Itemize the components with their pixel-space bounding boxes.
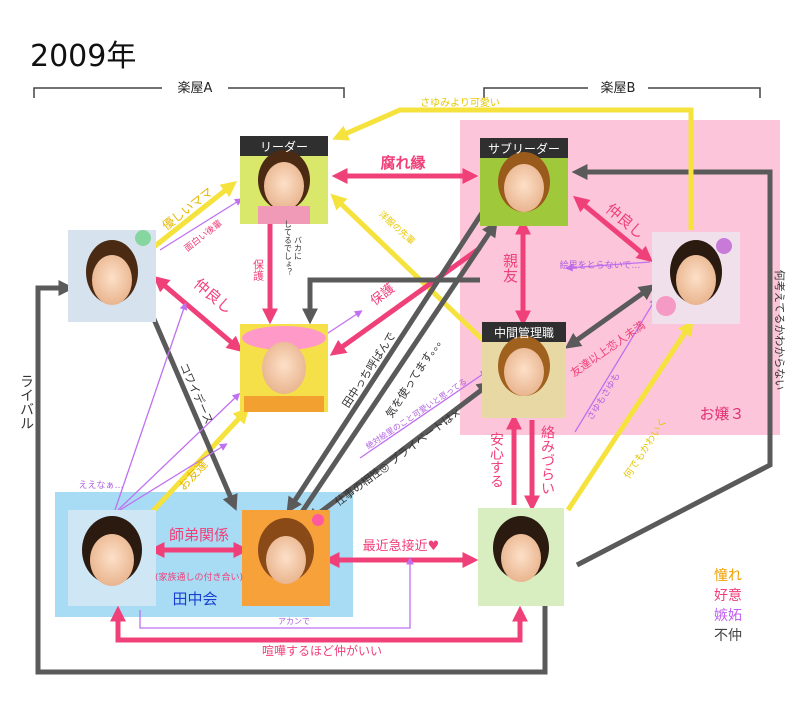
eri-sato-line xyxy=(564,261,651,272)
tanaka-kai-label: 田中会 xyxy=(172,590,217,608)
tomodachi-ijou-line xyxy=(564,284,656,349)
legend-item-0: 憧れ xyxy=(714,568,742,584)
nakayoshi-right-line xyxy=(573,195,653,263)
label-eri-sato: 絵里をとらないで… xyxy=(560,259,641,271)
nandemo-line xyxy=(565,319,694,512)
label-baka-ni-text-2: してるでしょ？ xyxy=(284,220,293,276)
sayumo-line xyxy=(574,297,657,433)
label-anshin: 安心する xyxy=(488,432,504,488)
zettai-line xyxy=(359,370,489,459)
label-ii-naa: ええなぁ… xyxy=(78,480,123,491)
ojou3-label: お嬢３ xyxy=(699,405,744,423)
room-b-bracket xyxy=(483,87,761,98)
label-nani-kangae: 何考えてるかわからない xyxy=(773,270,786,390)
label-rival: ライバル xyxy=(18,374,34,430)
legend-item-2: 嫉妬 xyxy=(714,608,742,624)
caption-middle-manager: 中間管理職 xyxy=(494,325,554,340)
label-hogo2: 保護 xyxy=(367,281,397,310)
omoshiroi-kouhai-line xyxy=(159,198,243,251)
label-sayumi: さゆみより可愛い xyxy=(420,96,500,109)
member-photo-tanaka-left[interactable] xyxy=(68,510,156,606)
label-otomodachi: お友達 xyxy=(176,457,211,493)
label-hogo1: 保護 xyxy=(252,258,265,282)
room-a-bracket xyxy=(33,87,345,98)
member-photo-sub-leader[interactable]: サブリーダー xyxy=(480,138,568,226)
akan-line xyxy=(139,556,414,629)
legend-item-3: 不仲 xyxy=(714,628,742,644)
shigoto-line xyxy=(304,381,494,524)
legend-item-1: 好意 xyxy=(714,587,742,604)
member-photo-leader[interactable]: リーダー xyxy=(240,136,328,224)
label-saikin: 最近急接近♥ xyxy=(363,538,440,554)
label-shinyuu: 親友 xyxy=(501,253,519,283)
label-akan: アカンで xyxy=(278,617,310,626)
label-baka-ni: バカに xyxy=(294,236,303,260)
hogo2-line xyxy=(329,245,482,356)
year-title: 2009年 xyxy=(30,39,136,74)
ii-naa-line-3 xyxy=(119,443,228,511)
label-kusareen: 腐れ縁 xyxy=(380,154,425,172)
kowaidesu-line xyxy=(147,309,238,511)
label-yasashii-mama: 優しいママ xyxy=(160,185,216,233)
room-b-label: 楽屋B xyxy=(601,80,636,96)
member-photo-tanaka-right[interactable] xyxy=(242,510,330,606)
caption-sub-leader: サブリーダー xyxy=(488,141,560,156)
ii-naa-line-2 xyxy=(117,392,241,511)
protect-violet-line xyxy=(324,310,363,336)
kenka-line xyxy=(109,605,529,643)
sayumi-line xyxy=(332,107,694,230)
member-photo-hat[interactable] xyxy=(240,324,328,412)
room-a-label: 楽屋A xyxy=(178,80,213,96)
label-shitei: 師弟関係 xyxy=(169,526,229,544)
legend: 憧れ 好意 嫉妬 不仲 xyxy=(714,568,742,644)
label-ayumizurai: 絡みづらい xyxy=(539,425,555,495)
ii-naa-line-1 xyxy=(114,302,188,511)
nani-kangae-line xyxy=(571,163,773,568)
label-kazoku: (家族通しの付き合い) xyxy=(155,571,243,583)
youfuku-line xyxy=(330,193,487,344)
rival-line xyxy=(35,279,548,675)
caption-leader: リーダー xyxy=(260,139,308,154)
yasashii-mama-line xyxy=(148,181,238,252)
member-photo-right-pink[interactable] xyxy=(652,232,740,324)
member-photo-bottom-right[interactable] xyxy=(478,508,564,606)
member-photo-middle-manager[interactable]: 中間管理職 xyxy=(482,322,566,418)
member-photo-left[interactable] xyxy=(68,230,156,322)
baka-ni-line xyxy=(301,277,480,325)
nakayoshi-left-line xyxy=(153,275,243,353)
label-kenka: 喧嘩するほど仲がいい xyxy=(262,643,382,658)
label-baka-ni-text: バカに xyxy=(294,236,303,260)
